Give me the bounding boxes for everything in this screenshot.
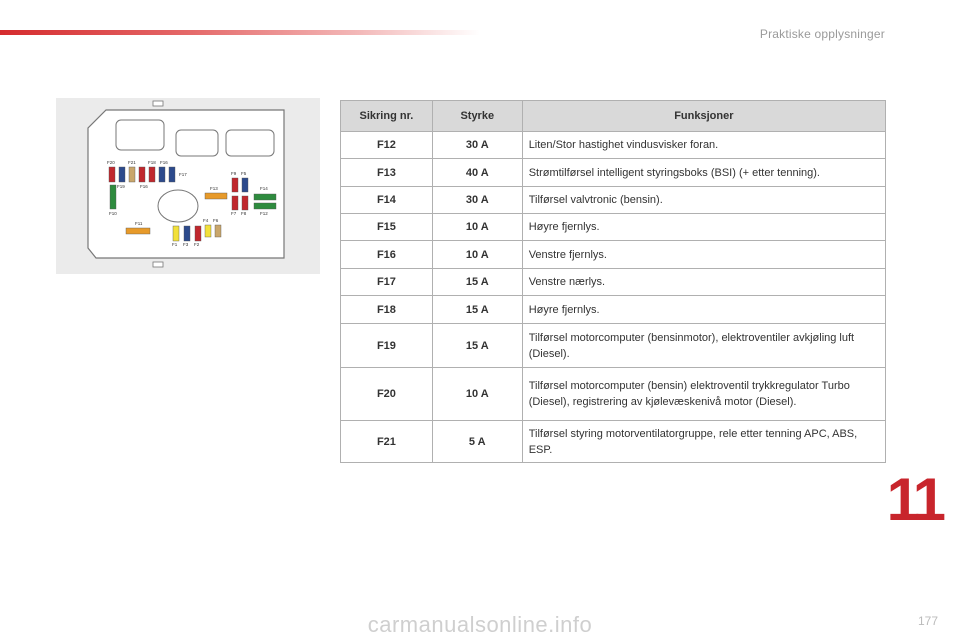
fuse-f5: [241, 177, 249, 193]
fuse-function: Tilførsel motorcomputer (bensinmotor), e…: [521, 323, 887, 368]
fuse-f12: [253, 202, 277, 210]
col-header-fuse-number: Sikring nr.: [340, 100, 433, 132]
fuse-f7: [231, 195, 239, 211]
label-f6: F6: [213, 218, 219, 223]
fuse-function: Tilførsel motorcomputer (bensin) elektro…: [521, 367, 887, 421]
label-f4: F4: [203, 218, 209, 223]
fuse-number: F12: [340, 131, 433, 159]
fuse-function: Høyre fjernlys.: [521, 213, 887, 241]
fuse-number: F16: [340, 240, 433, 269]
fuse-rating: 15 A: [431, 268, 523, 296]
fuse-rating: 10 A: [431, 240, 523, 269]
label-f8: F8: [241, 211, 247, 216]
fuse-f15: [158, 166, 166, 183]
table-row: F18 15 A Høyre fjernlys.: [340, 295, 887, 324]
fuse-function: Strømtilførsel intelligent styringsboks …: [521, 158, 887, 187]
fuse-number: F15: [340, 213, 433, 241]
fuse-number: F18: [340, 295, 433, 324]
label-f5: F5: [241, 171, 247, 176]
page-number: 177: [917, 614, 938, 628]
table-row: F19 15 A Tilførsel motorcomputer (bensin…: [340, 323, 887, 368]
fuse-f3: [183, 225, 191, 242]
label-f19: F19: [117, 184, 125, 189]
relay-slot-1: [115, 119, 165, 151]
fuse-number: F21: [340, 420, 433, 463]
fuse-rating: 40 A: [431, 158, 523, 187]
col-header-rating: Styrke: [431, 100, 523, 132]
fuse-number: F20: [340, 367, 433, 421]
table-row: F17 15 A Venstre nærlys.: [340, 268, 887, 296]
fuse-f10: [109, 184, 117, 210]
fuse-f13: [204, 192, 228, 200]
fuse-f2: [194, 225, 202, 242]
table-row: F20 10 A Tilførsel motorcomputer (bensin…: [340, 367, 887, 421]
fuse-table: Sikring nr. Styrke Funksjoner F12 30 A L…: [340, 100, 887, 463]
fuse-rating: 30 A: [431, 131, 523, 159]
label-f11: F11: [135, 221, 143, 226]
fuse-rating: 30 A: [431, 186, 523, 214]
table-row: F12 30 A Liten/Stor hastighet vindusvisk…: [340, 131, 887, 159]
label-f14: F14: [260, 186, 268, 191]
label-f3: F3: [183, 242, 189, 247]
label-f13: F13: [210, 186, 218, 191]
fuse-f11: [125, 227, 151, 235]
label-f16b: F16: [140, 184, 148, 189]
fuse-f14: [253, 193, 277, 201]
label-f2: F2: [194, 242, 200, 247]
fuse-function: Venstre nærlys.: [521, 268, 887, 296]
table-row: F15 10 A Høyre fjernlys.: [340, 213, 887, 241]
fuse-f9: [231, 177, 239, 193]
fuse-rating: 15 A: [431, 295, 523, 324]
fuse-number: F19: [340, 323, 433, 368]
fuse-number: F13: [340, 158, 433, 187]
label-f20: F20: [107, 160, 115, 165]
label-f9: F9: [231, 171, 237, 176]
fuse-rating: 15 A: [431, 323, 523, 368]
fuse-function: Venstre fjernlys.: [521, 240, 887, 269]
label-f17: F17: [179, 172, 187, 177]
label-f7: F7: [231, 211, 237, 216]
fuse-rating: 5 A: [431, 420, 523, 463]
fuse-function: Høyre fjernlys.: [521, 295, 887, 324]
fuse-f8: [241, 195, 249, 211]
header-accent-bar: [0, 30, 480, 35]
col-header-functions: Funksjoner: [521, 100, 887, 132]
fuse-number: F17: [340, 268, 433, 296]
chapter-number: 11: [886, 466, 946, 533]
label-f21: F21: [128, 160, 136, 165]
watermark: carmanualsonline.info: [367, 612, 593, 637]
fuse-f1: [172, 225, 180, 242]
table-header-row: Sikring nr. Styrke Funksjoner: [340, 100, 887, 132]
table-row: F14 30 A Tilførsel valvtronic (bensin).: [340, 186, 887, 214]
fuse-function: Tilførsel valvtronic (bensin).: [521, 186, 887, 214]
label-f1: F1: [172, 242, 178, 247]
fuse-f20: [108, 166, 116, 183]
fuse-f17: [168, 166, 176, 183]
fuse-f16: [138, 166, 146, 183]
bottom-clip: [152, 261, 164, 268]
top-clip: [152, 100, 164, 107]
fuse-rating: 10 A: [431, 367, 523, 421]
relay-slot-2: [175, 129, 219, 157]
fuse-f19: [118, 166, 126, 183]
fuse-function: Liten/Stor hastighet vindusvisker foran.: [521, 131, 887, 159]
section-title: Praktiske opplysninger: [759, 27, 885, 41]
table-row: F13 40 A Strømtilførsel intelligent styr…: [340, 158, 887, 187]
table-row: F16 10 A Venstre fjernlys.: [340, 240, 887, 269]
label-f10: F10: [109, 211, 117, 216]
fuse-f4: [204, 224, 212, 238]
relay-slot-3: [225, 129, 275, 157]
fuse-box-diagram: F20 F21 F18 F16 F19 F16 F17 F10 F11 F13 …: [56, 98, 320, 274]
label-f12: F12: [260, 211, 268, 216]
fuse-rating: 10 A: [431, 213, 523, 241]
fuse-f18: [148, 166, 156, 183]
fuse-f6: [214, 224, 222, 238]
label-f18: F18: [148, 160, 156, 165]
round-socket: [157, 189, 199, 223]
fuse-f21: [128, 166, 136, 183]
table-row: F21 5 A Tilførsel styring motorventilato…: [340, 420, 887, 463]
fuse-function: Tilførsel styring motorventilatorgruppe,…: [521, 420, 887, 463]
label-f16a: F16: [160, 160, 168, 165]
fuse-number: F14: [340, 186, 433, 214]
